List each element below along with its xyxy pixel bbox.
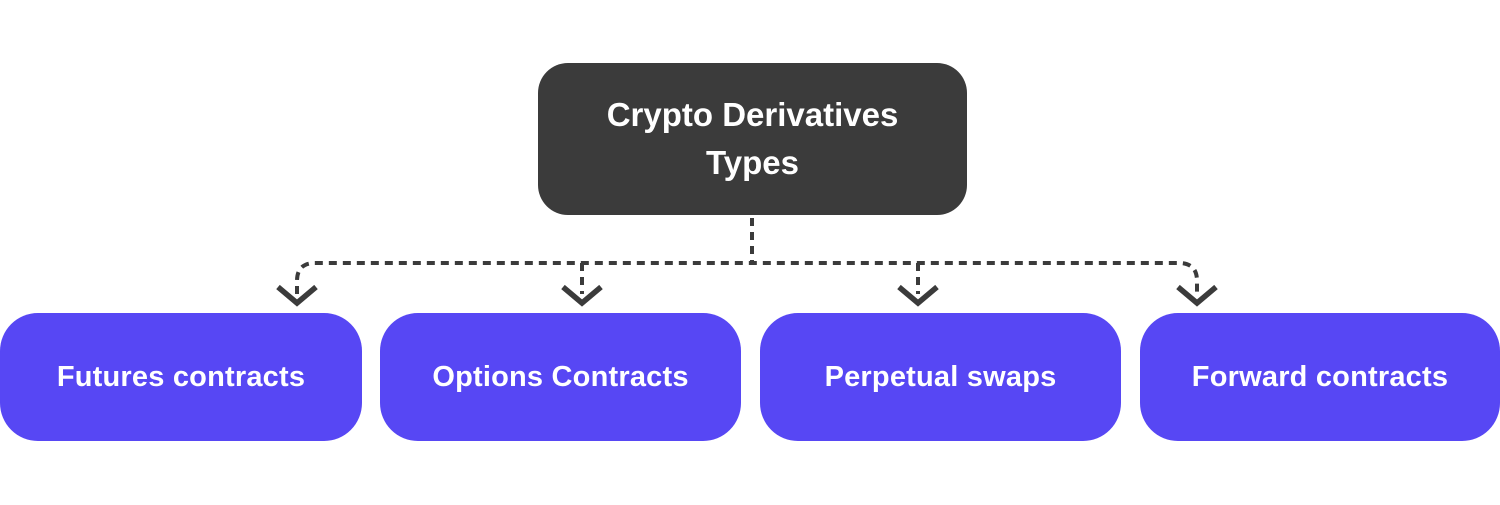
node-forward-contracts: Forward contracts	[1140, 313, 1500, 441]
node-label: Perpetual swaps	[824, 360, 1057, 393]
node-options-contracts: Options Contracts	[380, 313, 741, 441]
node-label: Options Contracts	[432, 360, 689, 393]
arrowhead-down-icon	[897, 284, 939, 307]
arrowhead-down-icon	[1176, 284, 1218, 307]
node-label: Forward contracts	[1191, 360, 1449, 393]
node-label: Futures contracts	[56, 360, 306, 393]
horizontal-rail-connector	[295, 261, 1199, 294]
arrowhead-down-icon	[561, 284, 603, 307]
root-node-label: Crypto Derivatives Types	[606, 96, 899, 181]
node-futures-contracts: Futures contracts	[0, 313, 362, 441]
node-perpetual-swaps: Perpetual swaps	[760, 313, 1121, 441]
arrowhead-down-icon	[276, 284, 318, 307]
root-node-crypto-derivatives-types: Crypto Derivatives Types	[538, 63, 967, 215]
